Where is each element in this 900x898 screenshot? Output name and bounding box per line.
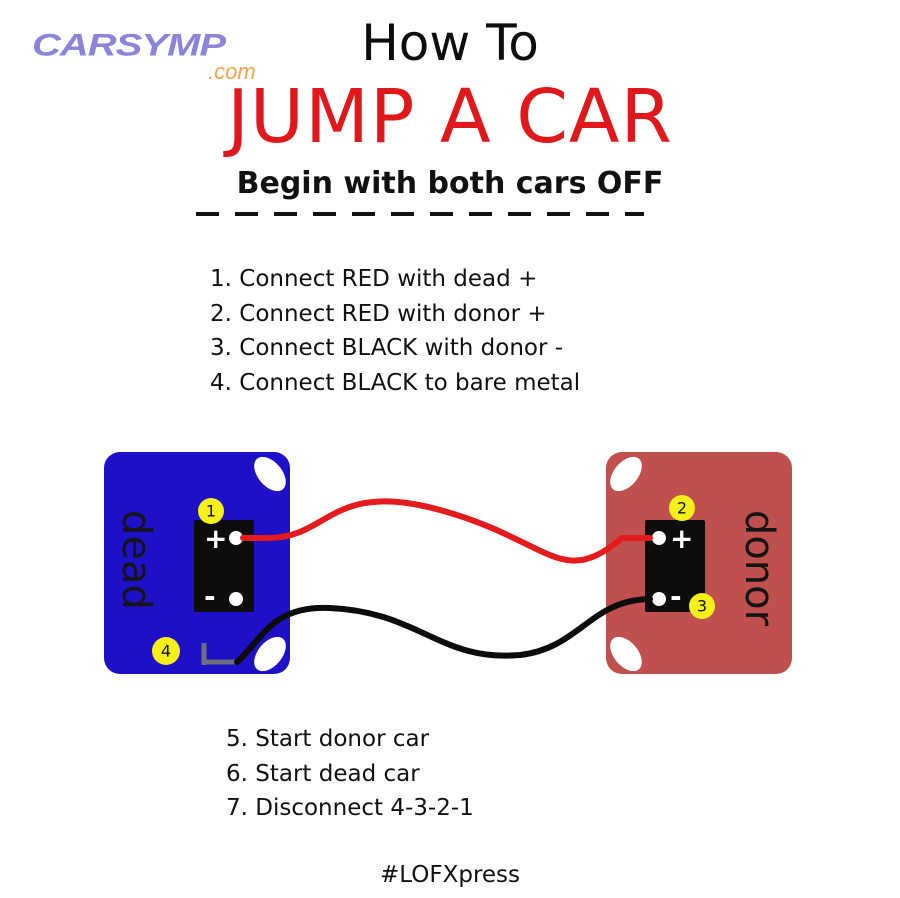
carsymp-logo: CARSYMP .com <box>32 28 282 88</box>
step-4: 4. Connect BLACK to bare metal <box>210 369 581 396</box>
marker-1: 1 <box>198 498 224 524</box>
steps-before-list: 1. Connect RED with dead + 2. Connect RE… <box>210 262 580 400</box>
donor-positive-terminal <box>652 531 666 545</box>
ground-clamp <box>201 643 238 665</box>
donor-negative-terminal <box>652 592 666 606</box>
donor-car-light-top <box>610 456 642 492</box>
donor-plus-sign: + <box>670 522 693 555</box>
donor-car-light-bottom <box>610 636 642 672</box>
dashed-divider <box>196 212 644 216</box>
step-2: 2. Connect RED with donor + <box>210 300 547 327</box>
dead-label: dead <box>113 510 159 610</box>
title-how-to: How To <box>361 14 539 72</box>
marker-2: 2 <box>669 495 695 521</box>
dead-negative-terminal <box>229 592 243 606</box>
marker-4: 4 <box>152 637 180 665</box>
step-3: 3. Connect BLACK with donor - <box>210 335 564 361</box>
step-5: 5. Start donor car <box>226 726 430 752</box>
black-cable <box>234 596 653 665</box>
dead-plus-sign: + <box>204 522 227 555</box>
hashtag: #LOFXpress <box>379 862 521 888</box>
dead-car: dead + - <box>104 452 290 674</box>
logo-domain: .com <box>208 59 256 84</box>
step-1: 1. Connect RED with dead + <box>210 266 538 292</box>
marker-3: 3 <box>689 593 715 619</box>
donor-label: donor <box>736 510 782 627</box>
dead-car-light-bottom <box>254 636 286 672</box>
marker-1-label: 1 <box>206 502 216 521</box>
marker-2-label: 2 <box>677 499 687 518</box>
step-6: 6. Start dead car <box>226 760 420 787</box>
dead-minus-sign: - <box>204 580 216 613</box>
steps-after-list: 5. Start donor car 6. Start dead car 7. … <box>226 722 474 826</box>
dead-positive-terminal <box>229 531 243 545</box>
subtitle: Begin with both cars OFF <box>236 166 664 201</box>
dead-car-light-top <box>254 456 286 492</box>
jump-diagram: dead + - donor + - 1 2 3 4 <box>104 452 792 674</box>
step-7: 7. Disconnect 4-3-2-1 <box>226 795 474 821</box>
logo-brand: CARSYMP <box>32 28 226 63</box>
red-cable <box>240 498 653 564</box>
donor-minus-sign: - <box>670 580 682 613</box>
donor-car: donor + - <box>606 452 792 674</box>
marker-3-label: 3 <box>697 597 707 616</box>
title-jump-a-car: JUMP A CAR <box>227 74 673 160</box>
marker-4-label: 4 <box>161 642 171 661</box>
